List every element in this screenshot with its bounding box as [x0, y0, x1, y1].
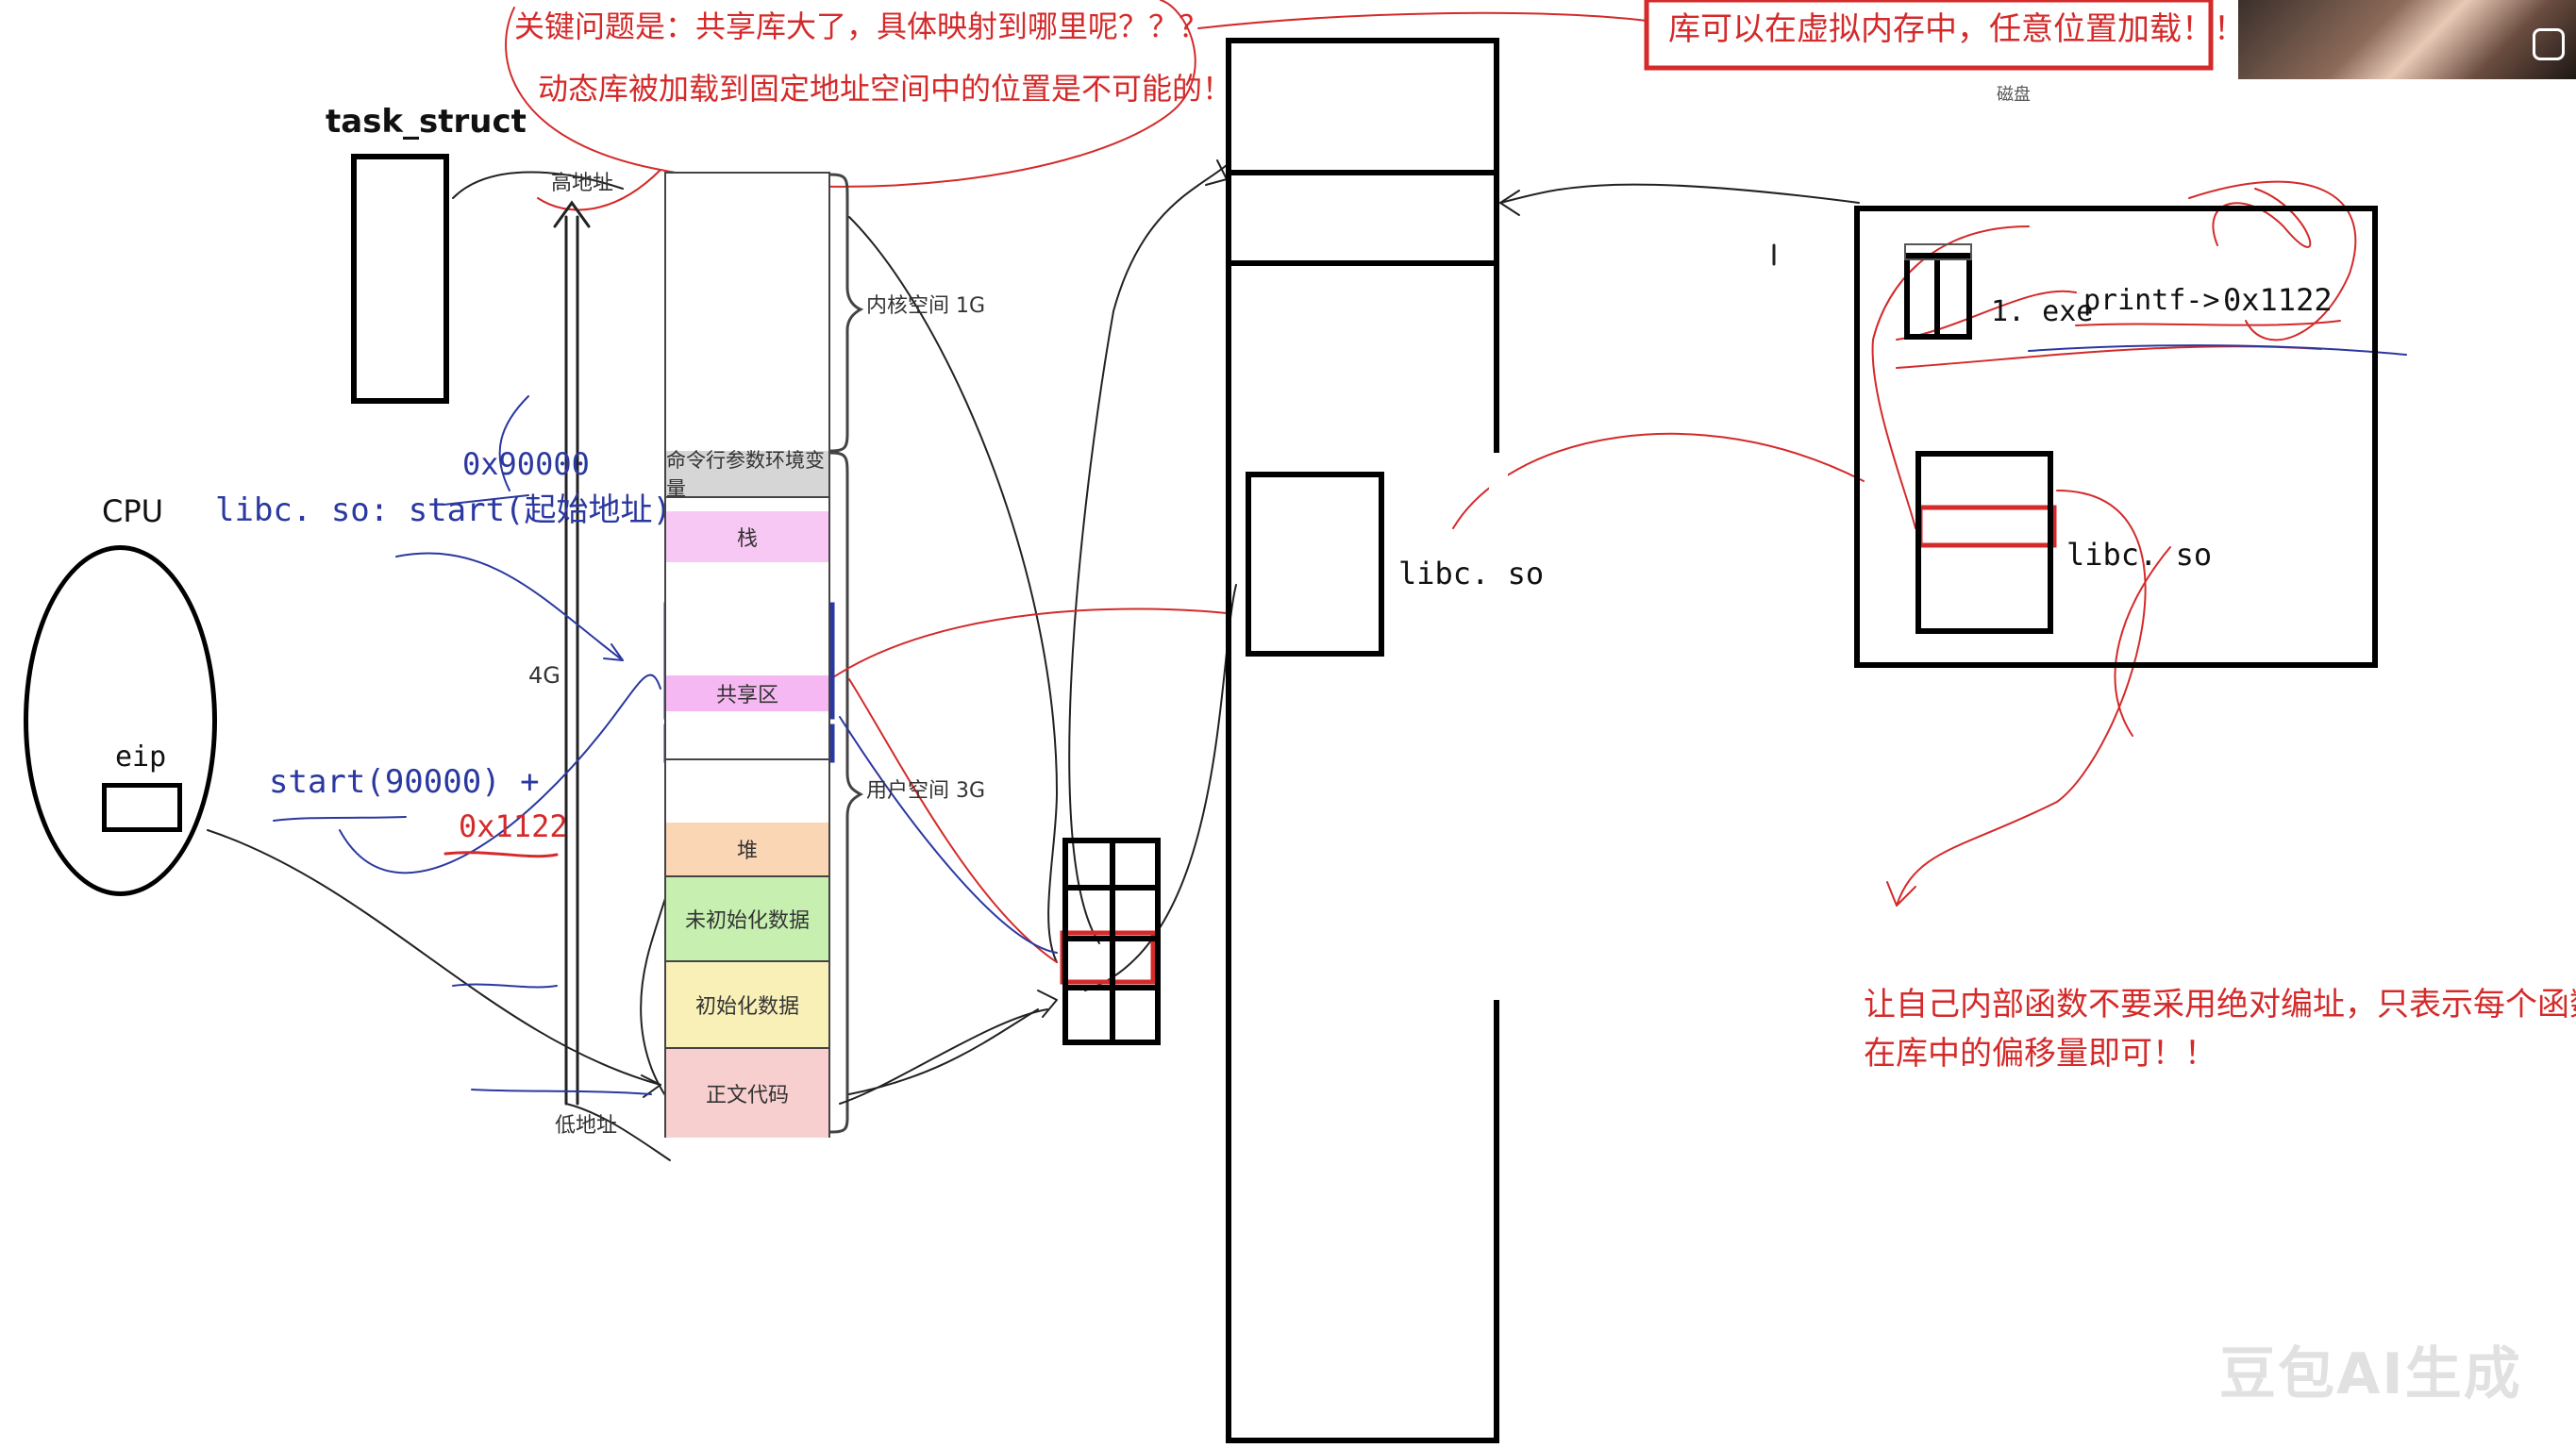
user-space-label: 用户空间 3G: [866, 779, 986, 803]
cpu-label: CPU: [102, 493, 164, 529]
bottom-note-line-2: 在库中的偏移量即可！！: [1864, 1035, 2216, 1073]
segment-gap-bottom: [666, 711, 828, 760]
offset-1122: 0x1122: [459, 808, 568, 844]
eip-register: [102, 783, 182, 832]
segment-shared: 共享区: [666, 675, 828, 713]
segment-gap-top: [666, 562, 828, 649]
printf-address: 0x1122: [2223, 282, 2333, 318]
physical-memory-notch: [1489, 453, 1508, 1000]
segment-bss: 未初始化数据: [666, 877, 828, 962]
address-90000: 0x90000: [462, 446, 590, 482]
size-4g-label: 4G: [528, 662, 560, 689]
libc-in-memory: [1246, 472, 1384, 657]
task-struct-box: [351, 154, 449, 404]
fullscreen-icon[interactable]: [2533, 28, 2565, 60]
question-line-1: 关键问题是：共享库大了，具体映射到哪里呢？？？: [514, 8, 1210, 44]
page-table: [1062, 838, 1161, 1045]
watermark: 豆包AI生成: [2219, 1341, 2522, 1407]
low-address-label: 低地址: [555, 1114, 618, 1138]
top-right-note: 库可以在虚拟内存中，任意位置加载！！: [1668, 10, 2246, 48]
libc-disk-label: libc. so: [2066, 537, 2213, 573]
libc-on-disk: [1915, 451, 2053, 634]
segment-text: 正文代码: [666, 1049, 828, 1138]
cpu-ellipse: [24, 545, 217, 896]
physical-memory-divider: [1226, 170, 1499, 266]
top-note-box: [1644, 0, 2214, 71]
high-address-label: 高地址: [551, 172, 614, 195]
printf-label: printf->: [2083, 284, 2220, 317]
exe-icon: [1904, 243, 1972, 340]
eip-label: eip: [115, 741, 167, 774]
kernel-space-label: 内核空间 1G: [866, 294, 986, 318]
segment-cmdline-env: 命令行参数环境变量: [666, 449, 828, 500]
disk-title: 磁盘: [1997, 85, 2031, 105]
physical-memory: [1226, 38, 1499, 1443]
kernel-area: [666, 174, 828, 453]
disk-box: [1854, 206, 2378, 668]
segment-heap: 堆: [666, 823, 828, 877]
task-struct-label: task_struct: [326, 103, 527, 141]
libc-start-label: libc. so: start(起始地址): [215, 491, 672, 529]
exe-label: 1. exe: [1991, 295, 2094, 328]
question-line-2: 动态库被加载到固定地址空间中的位置是不可能的！: [538, 71, 1233, 107]
bottom-note-line-1: 让自己内部函数不要采用绝对编址，只表示每个函数: [1864, 986, 2576, 1024]
segment-data: 初始化数据: [666, 962, 828, 1049]
virtual-address-space: 命令行参数环境变量 栈 共享区 堆 未初始化数据 初始化数据 正文代码: [664, 172, 830, 1138]
segment-stack: 栈: [666, 511, 828, 564]
start-expression: start(90000) +: [269, 763, 540, 801]
webcam-overlay: [2238, 0, 2576, 79]
libc-memory-label: libc. so: [1398, 556, 1545, 591]
question-bubble: [505, 0, 1196, 188]
